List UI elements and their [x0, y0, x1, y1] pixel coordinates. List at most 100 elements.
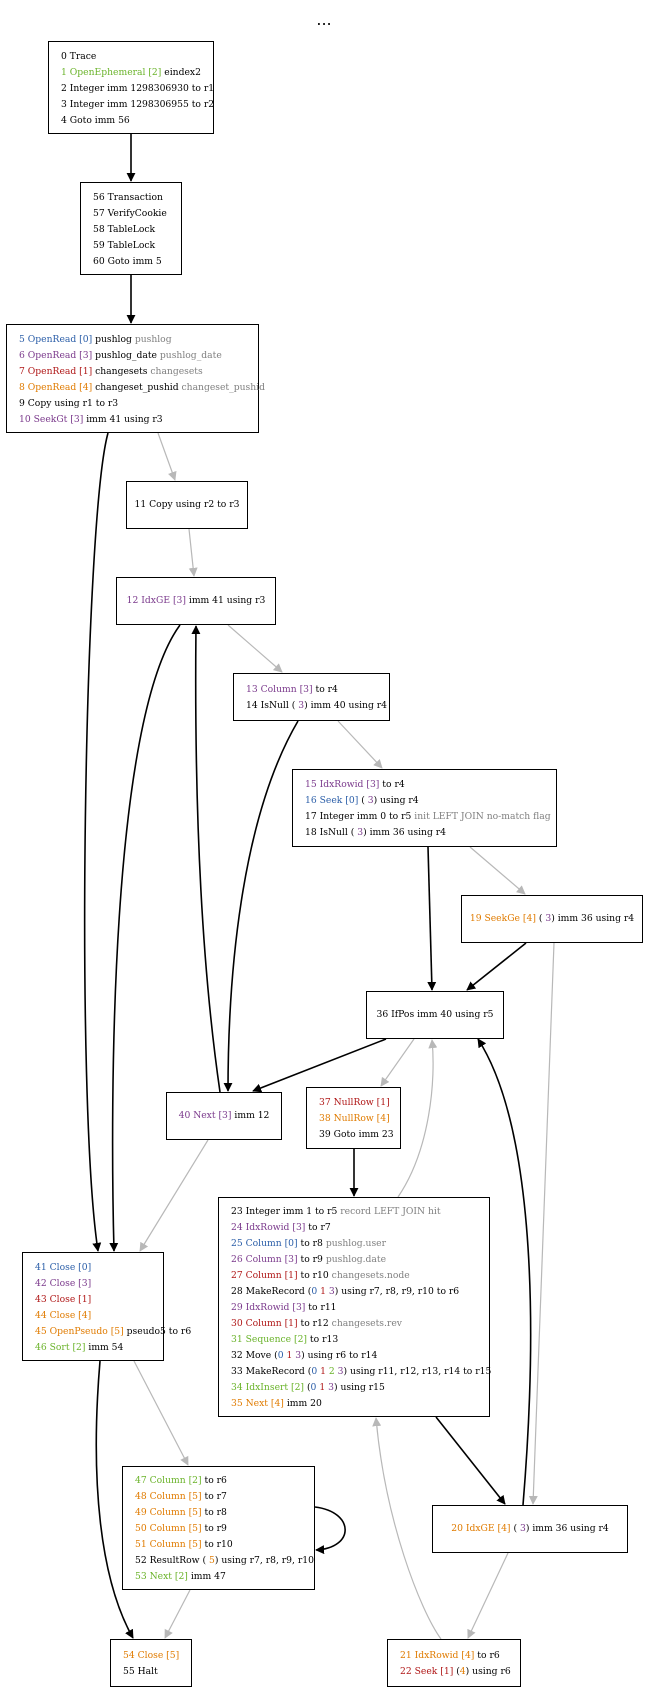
instruction-segment: 33 MakeRecord (: [231, 1366, 312, 1377]
instruction-segment: to r9: [297, 1254, 326, 1265]
instruction-line: 58 TableLock: [81, 222, 181, 238]
instruction-line: 4 Goto imm 56: [49, 113, 213, 129]
edge-20-to-21: [467, 1552, 509, 1639]
instruction-segment: imm 12: [231, 1110, 270, 1121]
edge-36-to-40: [252, 1038, 387, 1093]
instruction-line: 52 ResultRow ( 5) using r7, r8, r9, r10: [123, 1553, 314, 1569]
instruction-segment: to r9: [201, 1523, 227, 1534]
edge-13-to-15: [337, 720, 383, 769]
instruction-segment: 3: [357, 827, 364, 838]
instruction-segment: imm 20: [283, 1398, 322, 1409]
node-11: 11 Copy using r2 to r3: [126, 481, 248, 529]
instruction-line: 17 Integer imm 0 to r5 init LEFT JOIN no…: [293, 809, 556, 825]
instruction-segment: ) using r4: [373, 795, 419, 806]
instruction-segment: 7 OpenRead [1]: [19, 365, 93, 377]
instruction-segment: (: [535, 913, 546, 924]
node-23: 23 Integer imm 1 to r5 record LEFT JOIN …: [218, 1197, 491, 1417]
instruction-segment: 42 Close [3]: [35, 1277, 92, 1289]
instruction-line: 60 Goto imm 5: [81, 254, 181, 270]
instruction-segment: 8 OpenRead [4]: [19, 381, 93, 393]
instruction-line: 23 Integer imm 1 to r5 record LEFT JOIN …: [219, 1204, 489, 1220]
instruction-line: 54 Close [5]: [111, 1648, 191, 1664]
edge-41-to-54: [95, 1360, 134, 1639]
instruction-segment: 52 ResultRow (: [135, 1555, 209, 1566]
instruction-line: 25 Column [0] to r8 pushlog.user: [219, 1236, 489, 1252]
instruction-segment: 22 Seek [1]: [400, 1666, 454, 1677]
instruction-segment: to r4: [379, 779, 405, 790]
instruction-segment: to r10: [201, 1539, 233, 1550]
instruction-segment: to r10: [297, 1270, 332, 1281]
instruction-line: 46 Sort [2] imm 54: [23, 1340, 163, 1356]
instruction-line: 15 IdxRowid [3] to r4: [293, 777, 556, 793]
instruction-line: 49 Column [5] to r8: [123, 1505, 314, 1521]
instruction-segment: 31 Sequence [2]: [231, 1334, 308, 1345]
instruction-line: 9 Copy using r1 to r3: [7, 396, 258, 412]
instruction-segment: to r6: [474, 1650, 500, 1661]
instruction-segment: 44 Close [4]: [35, 1309, 92, 1321]
instruction-line: 27 Column [1] to r10 changesets.node: [219, 1268, 489, 1284]
instruction-line: 12 IdxGE [3] imm 41 using r3: [117, 593, 275, 609]
instruction-segment: pushlog.user: [325, 1238, 386, 1249]
instruction-segment: 56 Transaction: [93, 191, 163, 203]
edge-47-to-47: [314, 1506, 346, 1555]
instruction-segment: imm 41 using r3: [83, 413, 163, 425]
instruction-segment: ) imm 40 using r4: [304, 700, 388, 711]
instruction-segment: 43 Close [1]: [35, 1293, 92, 1305]
edge-40-to-41: [139, 1139, 209, 1252]
instruction-segment: ) using r7, r8, r9, r10: [214, 1555, 314, 1566]
instruction-segment: 2 Integer imm 1298306930 to r1: [61, 82, 215, 94]
edge-41-to-47: [133, 1360, 189, 1466]
instruction-line: 48 Column [5] to r7: [123, 1489, 314, 1505]
node-41: 41 Close [0]42 Close [3]43 Close [1]44 C…: [22, 1252, 191, 1361]
instruction-segment: ) using r7, r8, r9, r10 to r6: [334, 1286, 460, 1297]
edge-15-to-19: [469, 846, 526, 895]
instruction-segment: 3: [328, 1382, 334, 1393]
instruction-segment: 27 Column [1]: [231, 1270, 298, 1281]
instruction-segment: 1: [319, 1382, 326, 1393]
instruction-segment: pushlog: [134, 333, 172, 345]
instruction-segment: 36 IfPos imm 40 using r5: [376, 1009, 494, 1020]
instruction-segment: pushlog_date: [92, 349, 160, 361]
instruction-segment: 37 NullRow [1]: [319, 1097, 390, 1108]
instruction-line: 29 IdxRowid [3] to r11: [219, 1300, 489, 1316]
instruction-segment: pushlog.date: [325, 1254, 387, 1265]
instruction-segment: 29 IdxRowid [3]: [231, 1302, 306, 1313]
node-12: 12 IdxGE [3] imm 41 using r3: [116, 577, 276, 625]
instruction-line: 6 OpenRead [3] pushlog_date pushlog_date: [7, 348, 258, 364]
instruction-segment: to r8: [297, 1238, 326, 1249]
instruction-line: 26 Column [3] to r9 pushlog.date: [219, 1252, 489, 1268]
instruction-segment: 4 Goto imm 56: [61, 114, 130, 126]
instruction-line: 33 MakeRecord (0 1 2 3) using r11, r12, …: [219, 1364, 491, 1380]
instruction-line: 30 Column [1] to r12 changesets.rev: [219, 1316, 489, 1332]
instruction-segment: to r4: [312, 684, 338, 695]
edge-19-to-20: [528, 942, 555, 1505]
instruction-line: 32 Move (0 1 3) using r6 to r14: [219, 1348, 489, 1364]
instruction-segment: 19 SeekGe [4]: [469, 913, 536, 924]
instruction-segment: 15 IdxRowid [3]: [305, 779, 380, 790]
instruction-segment: 3: [298, 700, 305, 711]
instruction-segment: record LEFT JOIN hit: [340, 1206, 441, 1217]
instruction-segment: 3 Integer imm 1298306955 to r2: [61, 98, 215, 110]
instruction-segment: to r7: [201, 1491, 227, 1502]
instruction-line: 20 IdxGE [4] ( 3) imm 36 using r4: [433, 1521, 627, 1537]
edge-12-to-13: [227, 624, 283, 673]
instruction-segment: pushlog: [92, 333, 135, 345]
instruction-line: 55 Halt: [111, 1664, 191, 1680]
instruction-segment: 34 IdxInsert [2]: [231, 1382, 305, 1393]
instruction-segment: 58 TableLock: [93, 223, 156, 235]
instruction-line: 43 Close [1]: [23, 1292, 163, 1308]
instruction-segment: ) imm 36 using r4: [363, 827, 447, 838]
instruction-line: 8 OpenRead [4] changeset_pushid changese…: [7, 380, 265, 396]
instruction-line: 16 Seek [0] ( 3) using r4: [293, 793, 556, 809]
instruction-segment: 54 Close [5]: [123, 1650, 180, 1661]
instruction-segment: 17 Integer imm 0 to r5: [305, 811, 415, 822]
node-54: 54 Close [5] 55 Halt: [110, 1639, 192, 1687]
instruction-segment: 60 Goto imm 5: [93, 255, 162, 267]
instruction-line: 34 IdxInsert [2] (0 1 3) using r15: [219, 1380, 489, 1396]
instruction-segment: 12 IdxGE [3]: [126, 595, 186, 606]
edge-13-to-40: [223, 720, 299, 1092]
